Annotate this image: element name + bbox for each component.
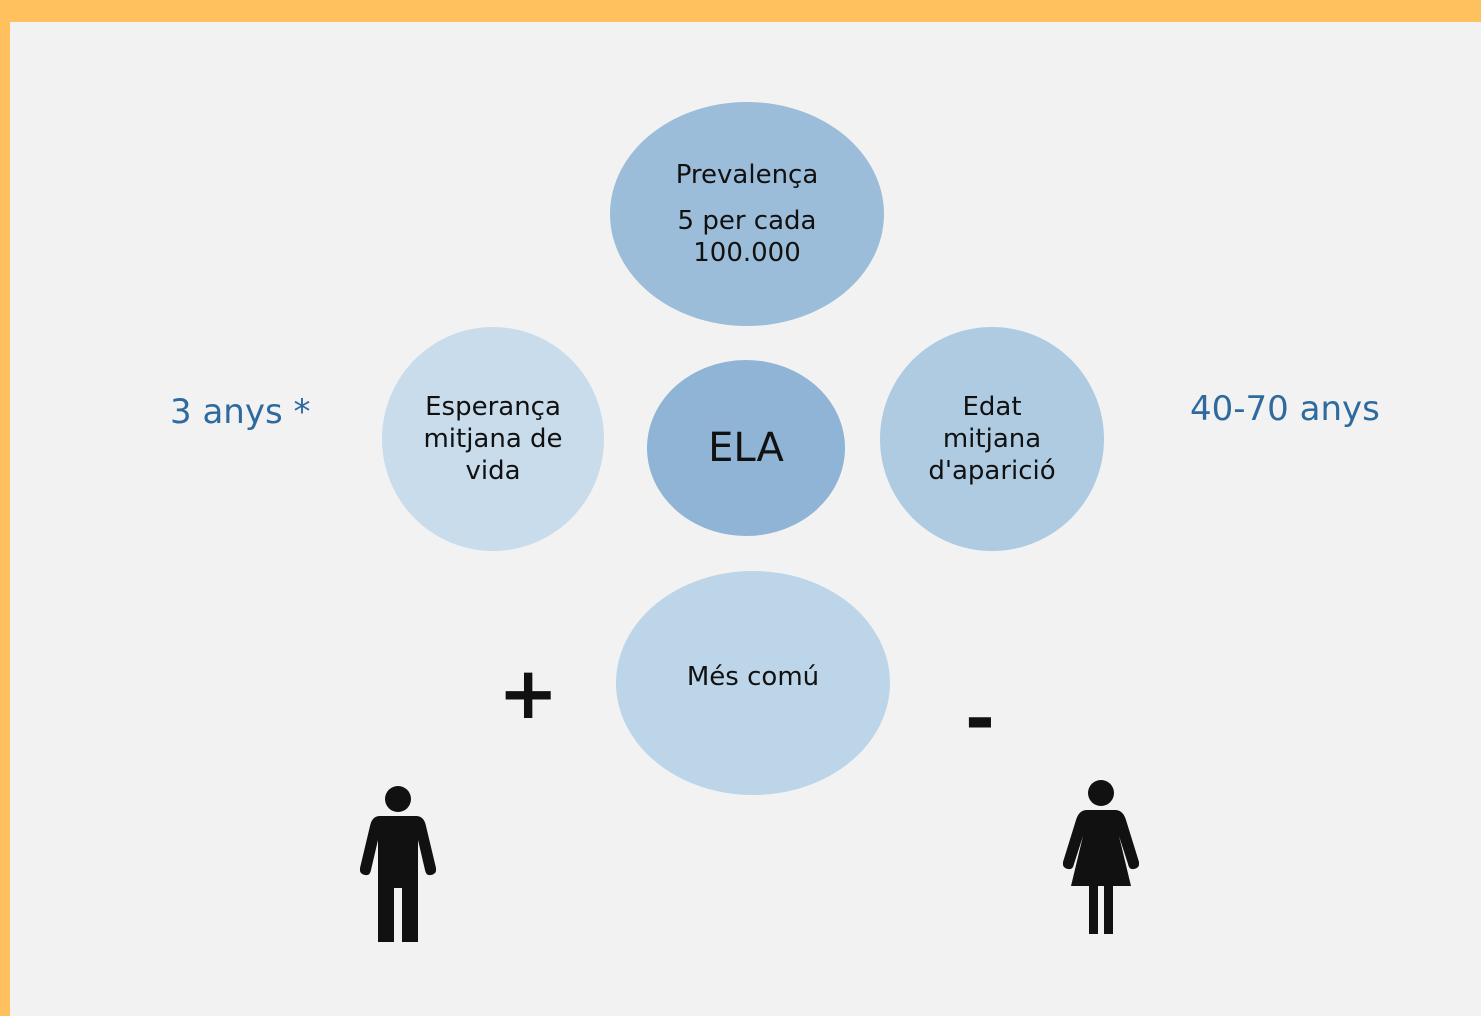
life-expectancy-line3: vida (465, 456, 521, 486)
onset-age-line3: d'aparició (928, 456, 1056, 486)
ela-center-bubble: ELA (647, 360, 845, 536)
onset-age-value: 40-70 anys (1190, 389, 1380, 429)
prevalence-value-line1: 5 per cada (677, 206, 817, 236)
prevalence-title: Prevalença (675, 160, 819, 190)
plus-sign: + (498, 651, 559, 735)
onset-age-line1: Edat (962, 392, 1022, 422)
prevalence-value-line2: 100.000 (693, 238, 801, 268)
life-expectancy-line1: Esperança (425, 392, 561, 422)
slide: Prevalença 5 per cada 100.000 Esperança … (10, 22, 1481, 1016)
onset-age-line2: mitjana (942, 424, 1042, 454)
life-expectancy-bubble: Esperança mitjana de vida (382, 327, 604, 551)
woman-icon (1063, 780, 1139, 934)
minus-sign: - (965, 676, 995, 760)
man-icon (360, 786, 436, 942)
onset-age-bubble: Edat mitjana d'aparició (880, 327, 1104, 551)
prevalence-bubble: Prevalença 5 per cada 100.000 (610, 102, 884, 326)
most-common-label: Més comú (686, 662, 820, 692)
ela-label: ELA (708, 425, 784, 471)
life-expectancy-value: 3 anys * (170, 392, 311, 432)
most-common-bubble: Més comú (616, 571, 890, 795)
life-expectancy-line2: mitjana de (423, 424, 563, 454)
